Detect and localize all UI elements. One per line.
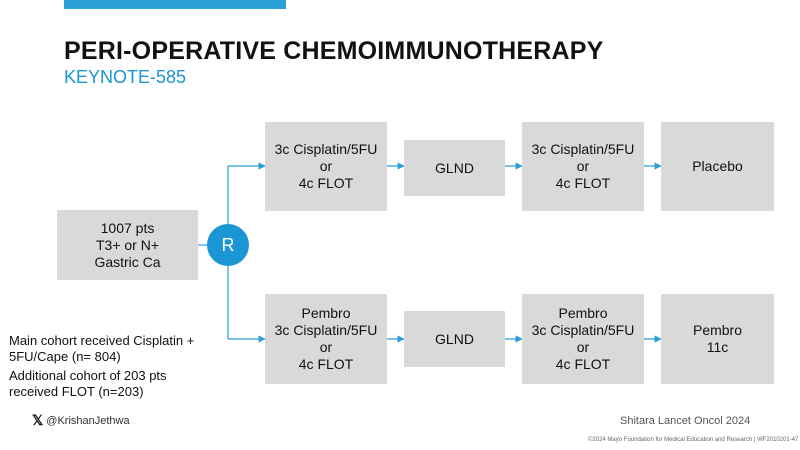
note-line: Additional cohort of 203 pts xyxy=(9,368,167,383)
box-line: Pembro xyxy=(692,322,743,338)
top-neoadjuvant-box: 3c Cisplatin/5FU or 4c FLOT xyxy=(265,122,387,211)
randomization-circle: R xyxy=(207,224,249,266)
patients-line: T3+ or N+ xyxy=(95,236,160,253)
note-line: received FLOT (n=203) xyxy=(9,384,144,399)
patients-box: 1007 pts T3+ or N+ Gastric Ca xyxy=(57,210,198,280)
note-line: 5FU/Cape (n= 804) xyxy=(9,349,121,364)
randomization-label: R xyxy=(221,234,235,255)
box-line: 3c Cisplatin/5FU xyxy=(531,141,635,157)
social-handle: 𝕏 @KrishanJethwa xyxy=(32,412,130,429)
citation: Shitara Lancet Oncol 2024 xyxy=(620,415,751,427)
bottom-maintenance-box: Pembro 11c xyxy=(661,294,774,384)
box-line: or xyxy=(319,339,333,355)
box-line: 4c FLOT xyxy=(298,175,354,191)
box-line: Placebo xyxy=(692,158,743,174)
box-line: GLND xyxy=(435,159,474,176)
box-line: or xyxy=(576,158,590,174)
note-line: Main cohort received Cisplatin + xyxy=(9,333,195,348)
box-line: 3c Cisplatin/5FU xyxy=(274,141,378,157)
box-line: or xyxy=(319,158,333,174)
bottom-neoadjuvant-box: Pembro 3c Cisplatin/5FU or 4c FLOT xyxy=(265,294,387,384)
main-cohort-note: Main cohort received Cisplatin + 5FU/Cap… xyxy=(9,333,194,365)
handle-text: @KrishanJethwa xyxy=(46,414,130,427)
box-line: 11c xyxy=(706,339,729,355)
patients-line: 1007 pts xyxy=(100,219,155,236)
box-line: 3c Cisplatin/5FU xyxy=(274,322,378,338)
box-line: 4c FLOT xyxy=(555,356,611,372)
box-line: GLND xyxy=(435,330,474,347)
top-adjuvant-box: 3c Cisplatin/5FU or 4c FLOT xyxy=(522,122,644,211)
slide-title: PERI-OPERATIVE CHEMOIMMUNOTHERAPY xyxy=(64,37,604,65)
box-line: Pembro xyxy=(301,305,351,321)
top-maintenance-box: Placebo xyxy=(661,122,774,211)
patients-line: Gastric Ca xyxy=(94,253,161,270)
additional-cohort-note: Additional cohort of 203 pts received FL… xyxy=(9,368,167,400)
box-line: Pembro xyxy=(558,305,608,321)
copyright: ©2024 Mayo Foundation for Medical Educat… xyxy=(588,437,799,443)
x-logo-icon: 𝕏 xyxy=(32,412,44,428)
box-line: 4c FLOT xyxy=(555,175,611,191)
box-line: or xyxy=(576,339,590,355)
box-line: 4c FLOT xyxy=(298,356,354,372)
accent-bar xyxy=(64,0,286,9)
top-surgery-box: GLND xyxy=(404,140,505,196)
bottom-surgery-box: GLND xyxy=(404,311,505,367)
bottom-adjuvant-box: Pembro 3c Cisplatin/5FU or 4c FLOT xyxy=(522,294,644,384)
slide-subtitle: KEYNOTE-585 xyxy=(64,67,187,87)
box-line: 3c Cisplatin/5FU xyxy=(531,322,635,338)
